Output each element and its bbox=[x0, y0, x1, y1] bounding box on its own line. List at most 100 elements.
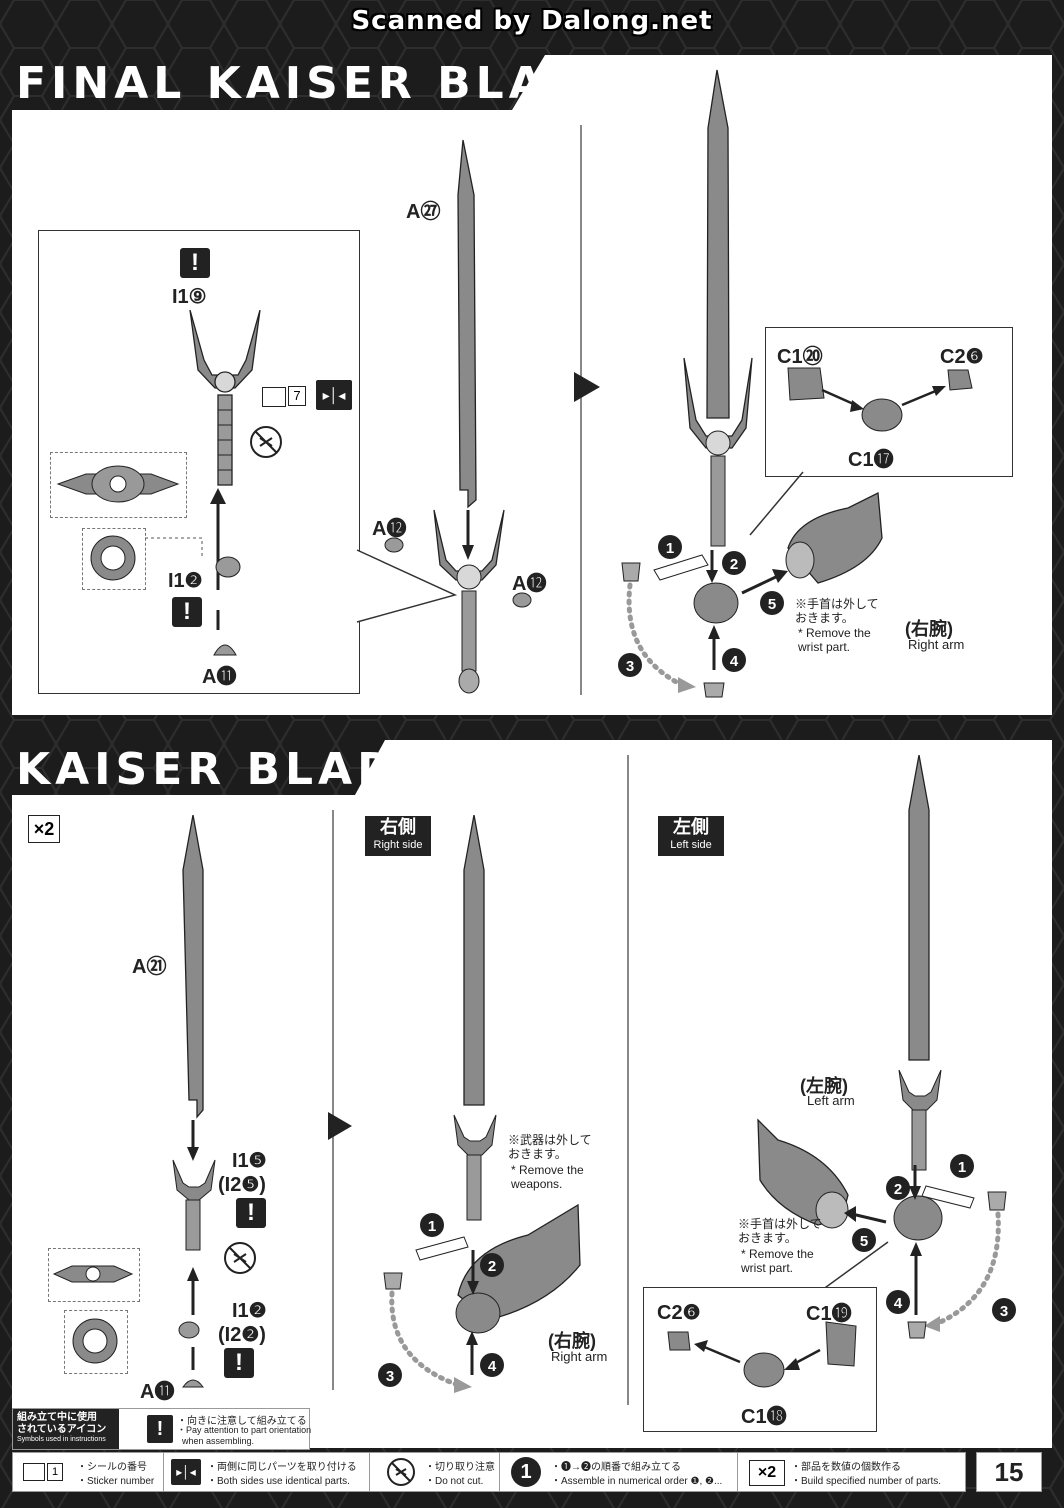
legend-sticker-en: ・Sticker number bbox=[77, 1476, 155, 1487]
part-label-c1-19: C1⓳ bbox=[806, 1303, 852, 1325]
legend-cut-jp: ・切り取り注意 bbox=[425, 1462, 495, 1473]
step-2: 2 bbox=[730, 556, 738, 573]
step-order-legend-icon: 1 bbox=[511, 1457, 541, 1487]
right-arm-assembly: 1 2 3 4 bbox=[378, 1203, 581, 1393]
weapons-note-en: * Remove the weapons. bbox=[511, 1163, 584, 1191]
svg-text:3: 3 bbox=[1000, 1303, 1008, 1320]
part-label-a12-right: A⓬ bbox=[512, 573, 547, 595]
caution-badge-3: ! bbox=[236, 1198, 266, 1228]
inset-arrows bbox=[145, 488, 226, 630]
svg-text:3: 3 bbox=[386, 1368, 394, 1385]
left-side-en: Left side bbox=[670, 839, 712, 851]
hand-assembly-arrows bbox=[787, 367, 973, 432]
legend-mult-en: ・Build specified number of parts. bbox=[791, 1476, 942, 1487]
part-label-a27: A㉗ bbox=[406, 201, 441, 223]
right-arm-k-jp: (右腕) bbox=[548, 1331, 596, 1351]
kaiser-divider-2 bbox=[627, 755, 629, 1405]
left-arm-assembly: 5 2 1 3 4 bbox=[757, 1118, 1016, 1339]
inset-connector bbox=[356, 549, 458, 623]
part-a11-tip bbox=[213, 644, 237, 656]
orientation-icon: ! bbox=[147, 1415, 173, 1443]
sticker-number: 7 bbox=[288, 386, 306, 406]
legend-step-order: 1 ・❶→❷の順番で組み立てる ・Assemble in numerical o… bbox=[501, 1453, 737, 1491]
sticker-icon bbox=[262, 387, 286, 407]
guard-sticker-preview-2 bbox=[52, 1265, 134, 1283]
orientation-en: ・Pay attention to part orientation when … bbox=[177, 1425, 312, 1446]
final-kaiser-section: FINAL KAISER BLADE ! I1⑨ 7 ▸│◂ I bbox=[0, 0, 1064, 720]
weapons-note-jp: ※武器は外して おきます。 bbox=[508, 1133, 592, 1161]
part-label-c1-20: C1⑳ bbox=[777, 346, 823, 368]
part-label-a21: A㉑ bbox=[132, 956, 167, 978]
part-label-i1-2-k: I1❷ bbox=[232, 1300, 267, 1322]
legend-step-jp: ・❶→❷の順番で組み立てる bbox=[551, 1462, 681, 1473]
svg-text:4: 4 bbox=[488, 1358, 497, 1375]
svg-text:1: 1 bbox=[958, 1159, 966, 1176]
legend-step-en: ・Assemble in numerical order ❶, ❷... bbox=[551, 1476, 723, 1487]
svg-text:1: 1 bbox=[428, 1218, 436, 1235]
kaiser-section: KAISER BLADE ×2 A㉑ I1❺ (I2❺) ! I1❷ (I2❷)… bbox=[0, 720, 1064, 1508]
svg-text:5: 5 bbox=[860, 1233, 868, 1250]
orientation-jp: ・向きに注意して組み立てる bbox=[177, 1416, 307, 1427]
part-label-i2-5: (I2❺) bbox=[218, 1174, 266, 1196]
legend-multiplier: ×2 ・部品を数値の個数作る ・Build specified number o… bbox=[739, 1453, 963, 1491]
do-not-cut-icon bbox=[250, 426, 282, 458]
right-arm-part bbox=[785, 491, 883, 584]
right-arm-label-jp: (右腕) bbox=[905, 619, 953, 639]
multiplier-badge: ×2 bbox=[28, 815, 60, 843]
part-label-a12-left: A⓬ bbox=[372, 518, 407, 540]
part-label-c1-18: C1⓲ bbox=[741, 1406, 787, 1428]
part-i1-2-cap bbox=[215, 556, 241, 578]
left-arm-en: Left arm bbox=[807, 1093, 855, 1108]
legend-do-not-cut: ・切り取り注意 ・Do not cut. bbox=[371, 1453, 499, 1491]
caution-badge: ! bbox=[180, 248, 210, 278]
part-label-a11-k: A⓫ bbox=[140, 1381, 175, 1403]
next-step-arrow-2 bbox=[325, 1408, 326, 1409]
symbols-heading-jp: 組み立て中に使用 されているアイコン bbox=[17, 1412, 107, 1435]
wrist-note-en: * Remove the wrist part. bbox=[798, 626, 871, 654]
part-label-a11: A⓫ bbox=[202, 666, 237, 688]
do-not-cut-legend-icon bbox=[387, 1458, 415, 1486]
symbols-heading-en: Symbols used in instructions bbox=[17, 1436, 106, 1443]
part-label-i1-2: I1❷ bbox=[168, 570, 203, 592]
step-5: 5 bbox=[768, 596, 776, 613]
right-side-en: Right side bbox=[373, 839, 423, 851]
next-step-arrow-kaiser bbox=[328, 1112, 352, 1140]
part-label-i2-2-k: (I2❷) bbox=[218, 1324, 266, 1346]
step-3: 3 bbox=[626, 658, 634, 675]
part-label-c1-17: C1⓱ bbox=[848, 449, 894, 471]
page-number: 15 bbox=[976, 1452, 1042, 1492]
pommel-sticker-preview-2 bbox=[72, 1318, 118, 1364]
part-label-i1-5: I1❺ bbox=[232, 1150, 267, 1172]
caution-badge-4: ! bbox=[224, 1348, 254, 1378]
legend-both-sides: ▸│◂ ・両側に同じパーツを取り付ける ・Both sides use iden… bbox=[165, 1453, 369, 1491]
left-side-blade bbox=[898, 755, 942, 1171]
wrist-note-jp: ※手首は外して おきます。 bbox=[795, 597, 879, 625]
right-side-jp: 右側 bbox=[380, 817, 416, 837]
legend-sticker-jp: ・シールの番号 bbox=[77, 1462, 147, 1473]
hand-assembly-arrows-2 bbox=[667, 1321, 857, 1388]
symbols-legend: 組み立て中に使用 されているアイコン Symbols used in instr… bbox=[12, 1408, 312, 1450]
right-side-tag: 右側 Right side bbox=[365, 816, 431, 856]
legend-sep-2 bbox=[369, 1453, 370, 1491]
left-arm-jp: (左腕) bbox=[800, 1076, 848, 1096]
wrist-note-k-jp: ※手首は外して おきます。 bbox=[738, 1217, 822, 1245]
step-4: 4 bbox=[730, 653, 739, 670]
footer-legend: 1 ・シールの番号 ・Sticker number ▸│◂ ・両側に同じパーツを… bbox=[12, 1452, 966, 1492]
scan-banner: Scanned by Dalong.net bbox=[351, 6, 713, 36]
legend-sep-1 bbox=[163, 1453, 164, 1491]
svg-text:2: 2 bbox=[488, 1258, 496, 1275]
do-not-cut-icon-2 bbox=[224, 1242, 256, 1274]
guard-sticker-preview bbox=[56, 465, 180, 503]
kaiser-panel-shape bbox=[12, 740, 1052, 1448]
legend-both-en: ・Both sides use identical parts. bbox=[207, 1476, 350, 1487]
sticker-legend-num: 1 bbox=[47, 1463, 63, 1481]
kaiser-divider-1 bbox=[332, 810, 334, 1390]
legend-sep-4 bbox=[737, 1453, 738, 1491]
sticker-legend-icon bbox=[23, 1463, 45, 1481]
symbols-heading-box: 組み立て中に使用 されているアイコン Symbols used in instr… bbox=[13, 1409, 119, 1449]
svg-text:2: 2 bbox=[894, 1181, 902, 1198]
right-arm-label-en: Right arm bbox=[908, 637, 965, 652]
left-side-tag: 左側 Left side bbox=[658, 816, 724, 856]
kaiser-title: KAISER BLADE bbox=[16, 744, 434, 795]
next-step-arrow bbox=[574, 372, 600, 402]
